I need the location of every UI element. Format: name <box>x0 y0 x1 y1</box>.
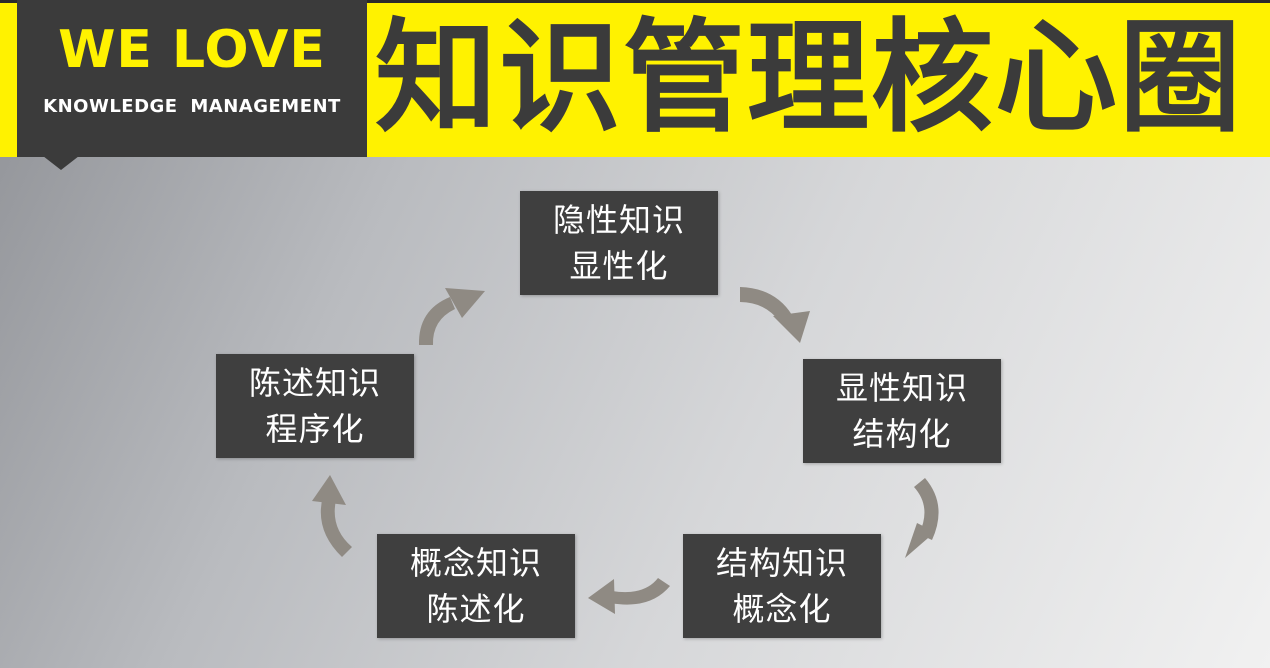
stage-label-line1: 隐性知识 <box>552 201 685 239</box>
stage-box-declarative-procedural: 陈述知识 程序化 <box>216 354 414 458</box>
cycle-arrow-1-icon <box>740 287 810 343</box>
cycle-arrow-4-icon <box>312 475 352 557</box>
stage-label-line2: 概念化 <box>732 590 832 628</box>
stage-label-line2: 结构化 <box>852 415 952 453</box>
cycle-arrow-2-icon <box>905 478 939 558</box>
logo-block: WE LOVE KNOWLEDGE MANAGEMENT <box>17 0 367 157</box>
stage-label-line1: 显性知识 <box>835 369 968 407</box>
page-title: 知识管理核心圈 <box>375 8 1243 148</box>
stage-label-line1: 陈述知识 <box>248 364 381 402</box>
stage-label-line2: 显性化 <box>569 247 669 285</box>
cycle-arrow-5-icon <box>418 288 485 345</box>
stage-box-explicit-structure: 显性知识 结构化 <box>803 359 1001 463</box>
stage-label-line1: 概念知识 <box>409 544 542 582</box>
stage-box-structure-concept: 结构知识 概念化 <box>683 534 881 638</box>
stage-label-line2: 程序化 <box>265 410 365 448</box>
stage-box-concept-declarative: 概念知识 陈述化 <box>377 534 575 638</box>
stage-label-line1: 结构知识 <box>715 544 848 582</box>
logo-pointer-icon <box>43 156 79 170</box>
stage-box-tacit-explicit: 隐性知识 显性化 <box>520 191 718 295</box>
logo-sub-text: KNOWLEDGE MANAGEMENT <box>43 96 341 117</box>
logo-main-text: WE LOVE <box>58 20 326 80</box>
stage-label-line2: 陈述化 <box>426 590 526 628</box>
cycle-arrow-3-icon <box>588 578 670 614</box>
